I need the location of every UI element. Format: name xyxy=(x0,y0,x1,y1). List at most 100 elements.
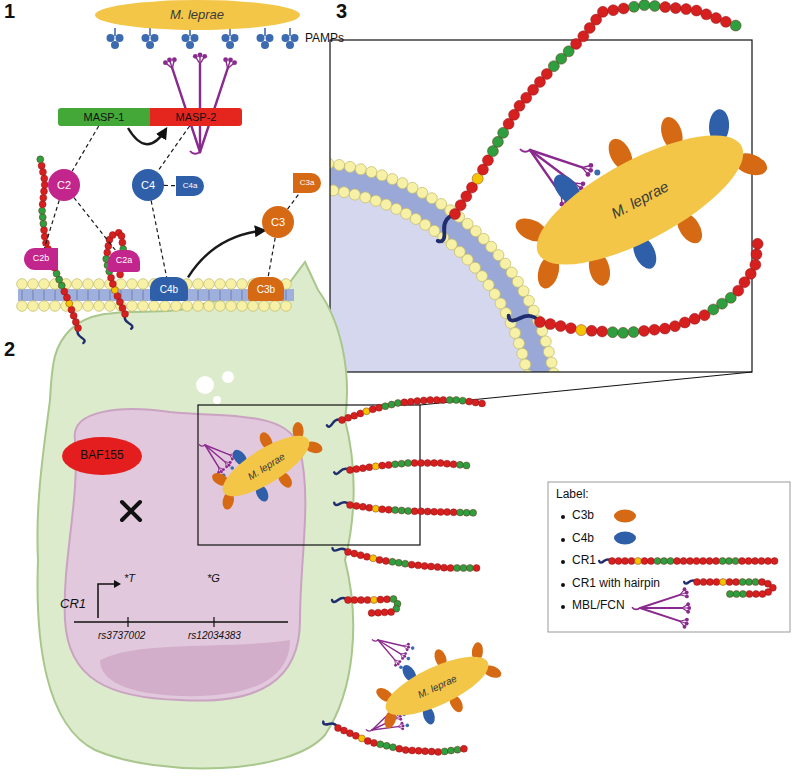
pamp xyxy=(226,41,234,49)
node-text: C4a xyxy=(183,182,198,191)
lipid-head xyxy=(72,279,83,290)
pamp xyxy=(151,34,159,42)
ccp-bead xyxy=(759,591,766,598)
node-text: M. leprae xyxy=(170,8,224,22)
pamp xyxy=(399,665,403,669)
mbl-head xyxy=(399,718,402,721)
ccp-bead xyxy=(661,558,668,565)
mbl-stalk xyxy=(372,727,398,730)
pamp xyxy=(411,646,415,650)
ccp-bead xyxy=(733,579,740,586)
lipid-head xyxy=(105,301,116,312)
ccp-bead xyxy=(421,562,428,569)
ccp-bead xyxy=(463,462,470,469)
ccp-bead xyxy=(615,558,622,565)
lipid-head xyxy=(94,279,105,290)
legend-box xyxy=(548,482,790,632)
lipid-tail xyxy=(88,288,89,302)
pamp-stem xyxy=(149,28,151,36)
vesicle xyxy=(222,371,234,383)
pamp xyxy=(257,34,265,42)
ccp-bead xyxy=(111,287,118,294)
pamp xyxy=(291,34,299,42)
legend-text: C4b xyxy=(572,532,594,546)
ccp-bead xyxy=(679,317,690,328)
ccp-bead xyxy=(771,558,778,565)
ccp-bead xyxy=(392,461,399,468)
lipid-head xyxy=(138,279,149,290)
ccp-bead xyxy=(383,596,390,603)
ccp-bead xyxy=(659,323,670,334)
lipid-head xyxy=(248,301,259,312)
membrane-band xyxy=(330,175,545,372)
ccp-bead xyxy=(628,1,639,12)
ccp-bead xyxy=(422,748,429,755)
ccp-bead xyxy=(649,324,660,335)
mbl-tail xyxy=(372,639,378,641)
pamp xyxy=(111,41,119,49)
ccp-bead xyxy=(411,508,418,515)
mbl-head xyxy=(193,54,198,59)
ccp-bead xyxy=(418,460,425,467)
pamp xyxy=(146,41,154,49)
ccp-bead xyxy=(385,461,392,468)
ccp-bead xyxy=(618,327,629,338)
ccp-bead xyxy=(460,745,467,752)
ccp-bead xyxy=(473,565,480,572)
shape-node: C2a xyxy=(108,250,140,272)
ccp-bead xyxy=(345,597,352,604)
mbl-head xyxy=(198,53,203,58)
dashed-connector xyxy=(74,198,115,250)
lipid-head xyxy=(39,301,50,312)
ccp-bead xyxy=(694,579,701,586)
lipid-head xyxy=(17,301,28,312)
pamp xyxy=(231,34,239,42)
cr1-chain xyxy=(327,397,486,427)
ccp-bead xyxy=(428,563,435,570)
ccp-bead xyxy=(376,556,383,563)
legend-text: CR1 xyxy=(572,554,596,568)
mbl-head xyxy=(686,602,690,606)
pamp xyxy=(405,724,409,728)
ccp-bead xyxy=(565,323,576,334)
shape-node: C3b xyxy=(248,277,284,301)
lipid-head xyxy=(237,301,248,312)
ccp-bead xyxy=(752,579,759,586)
ellipse-node: M. leprae xyxy=(215,425,318,507)
ccp-bead xyxy=(746,579,753,586)
dashed-connector xyxy=(164,185,176,186)
vesicle xyxy=(213,396,221,404)
dashed-connector xyxy=(288,193,300,209)
lipid-head xyxy=(370,195,381,206)
panel-number: 2 xyxy=(4,338,15,361)
node-text: C4 xyxy=(141,179,155,191)
lipid-head xyxy=(518,286,529,297)
lipid-head xyxy=(281,301,292,312)
ccp-bead xyxy=(41,227,48,234)
mbl-ficolin xyxy=(163,53,237,154)
node-text: C3a xyxy=(300,179,315,188)
ccp-bead xyxy=(39,207,46,214)
cr1-chain xyxy=(323,722,467,756)
ccp-bead xyxy=(700,579,707,586)
ccp-bead xyxy=(38,162,45,169)
ccp-bead xyxy=(411,460,418,467)
pamp xyxy=(116,34,124,42)
mbl-stalk xyxy=(378,640,400,654)
pamp-stem xyxy=(289,28,291,36)
ccp-bead xyxy=(751,249,762,260)
mbl-head xyxy=(228,58,233,63)
mbl-head xyxy=(685,591,689,595)
ccp-bead xyxy=(706,558,713,565)
ccp-bead xyxy=(405,507,412,514)
ccp-bead xyxy=(453,397,460,404)
mbl-stalk xyxy=(640,595,680,608)
lipid-tail xyxy=(231,288,232,302)
ccp-bead xyxy=(366,504,373,511)
promoter-arrow xyxy=(98,584,114,618)
membrane-heads xyxy=(330,157,563,372)
zoom-line xyxy=(420,372,752,405)
lipid-head xyxy=(171,301,182,312)
snp-tick xyxy=(213,617,214,627)
lipid-head xyxy=(83,301,94,312)
